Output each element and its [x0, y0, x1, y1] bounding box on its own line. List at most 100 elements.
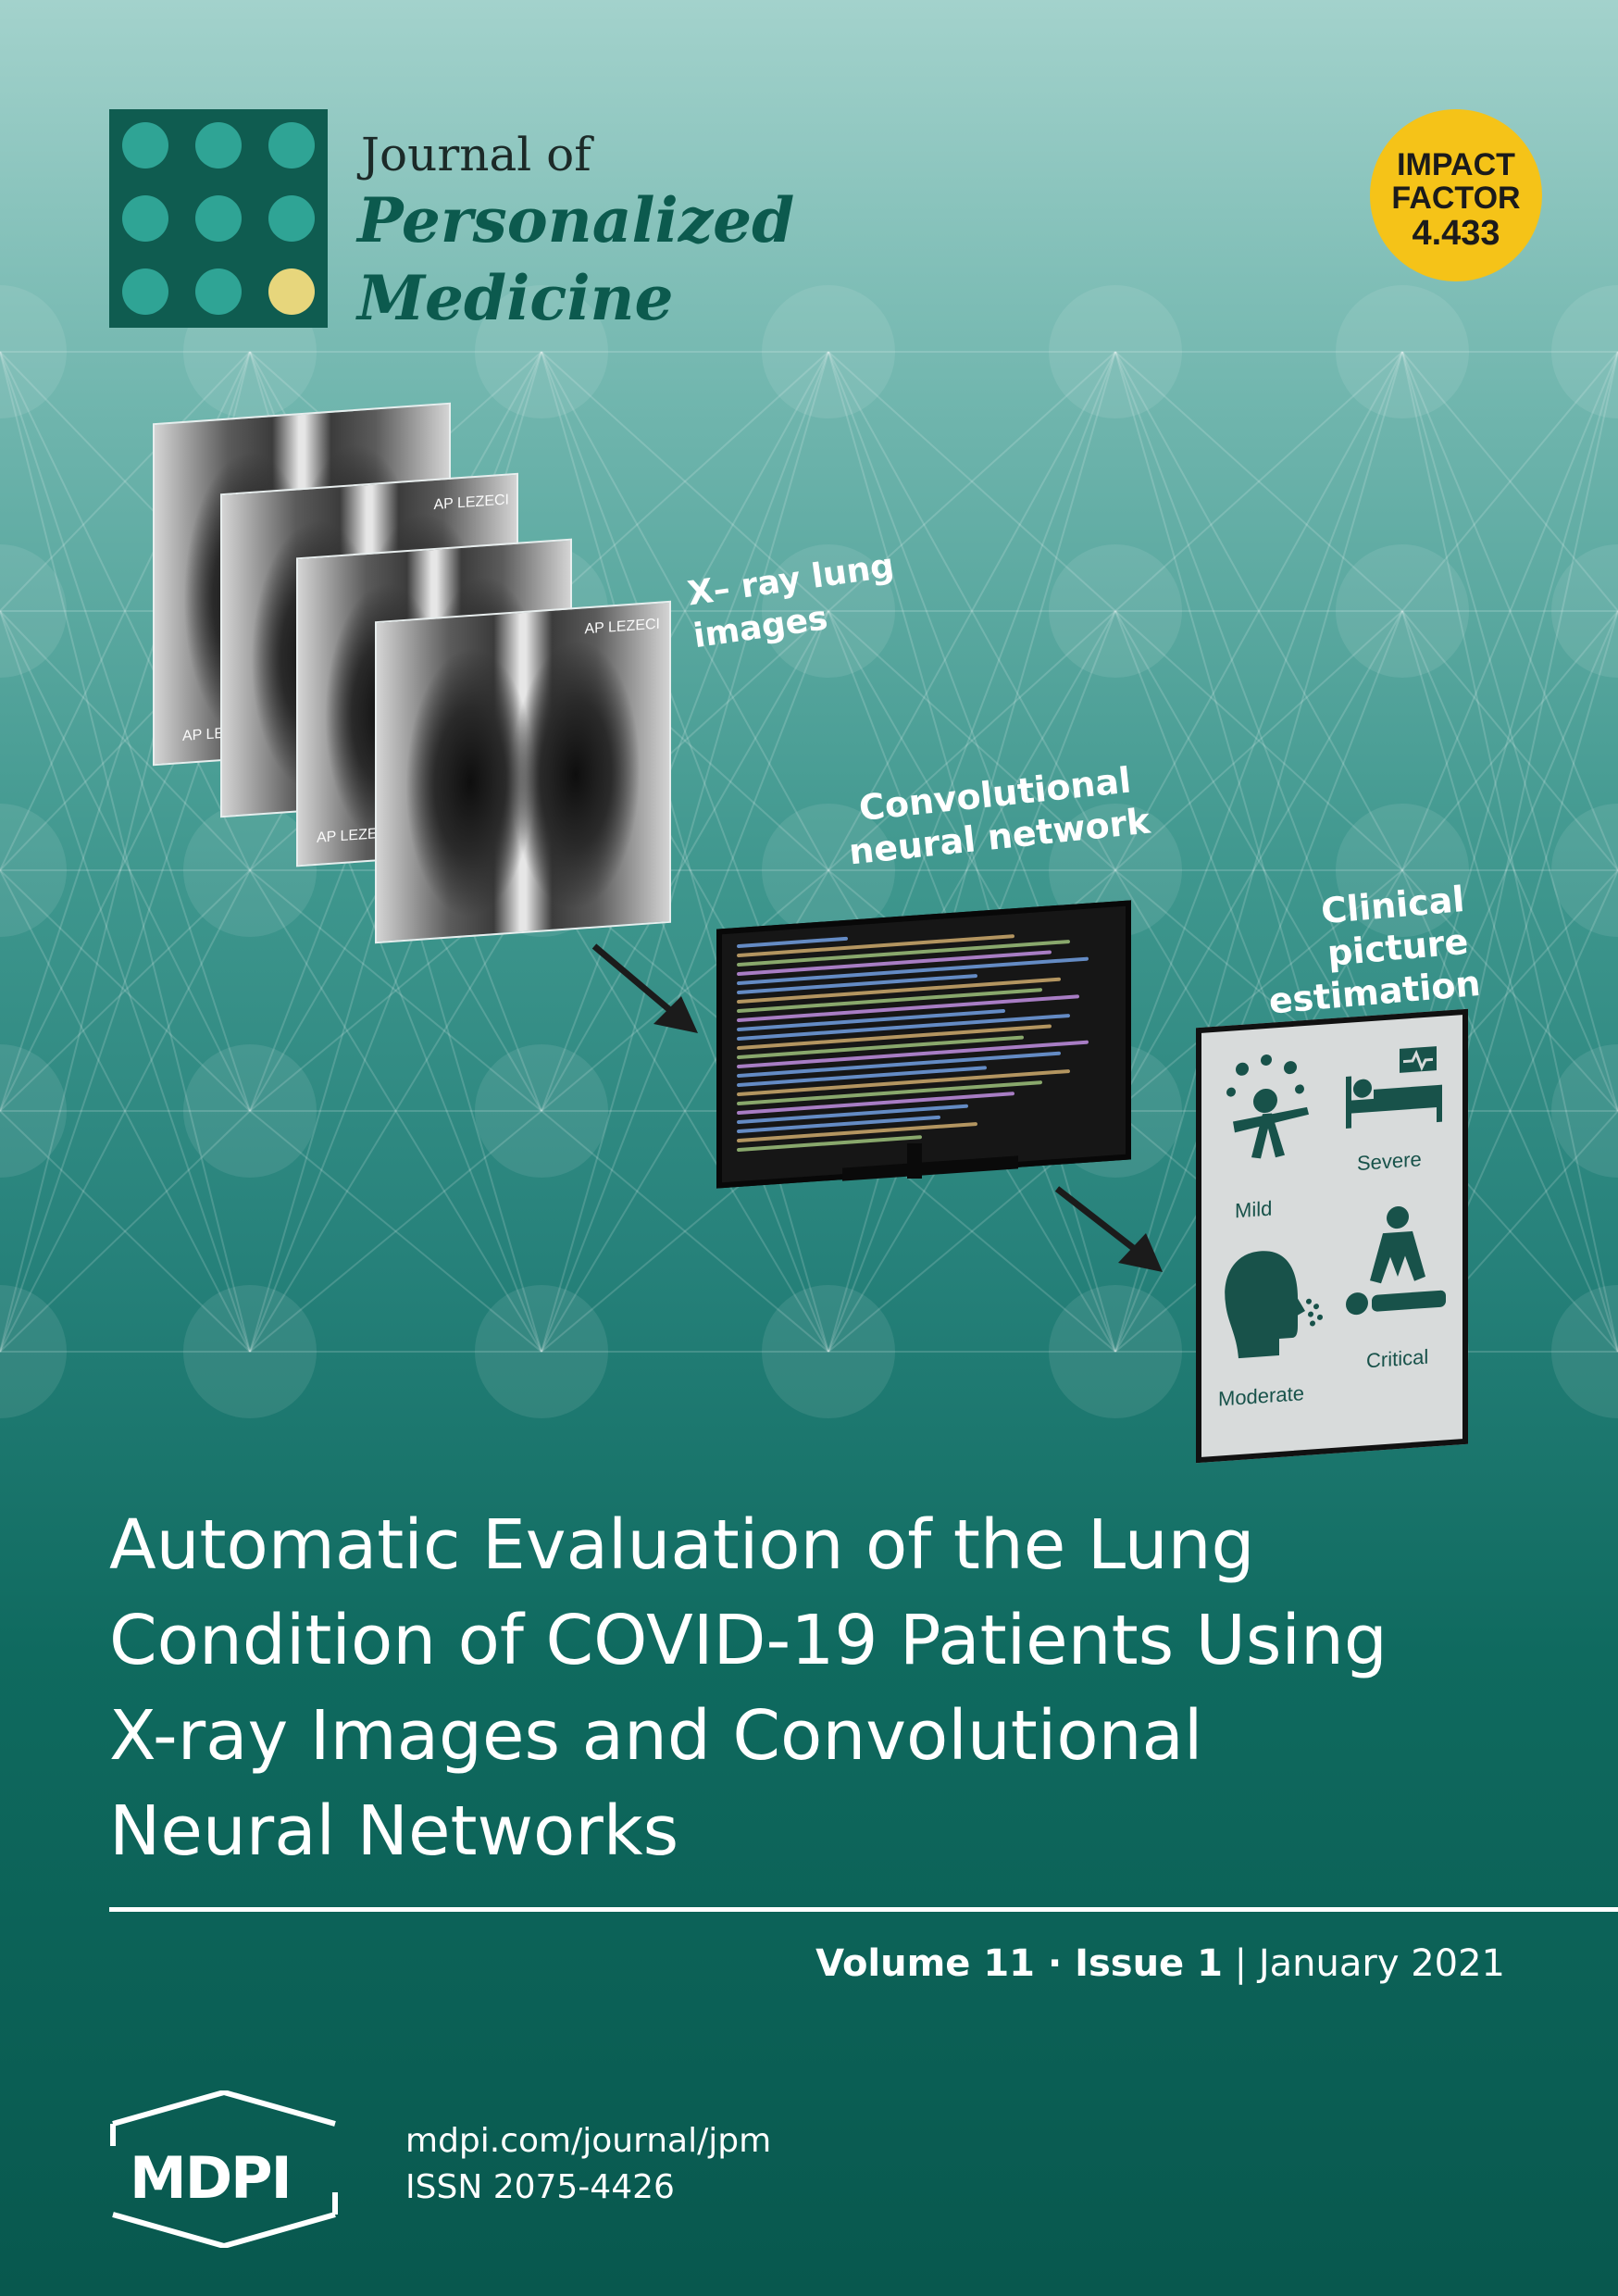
issue-date: January 2021 [1258, 1942, 1505, 1985]
network-node [0, 285, 67, 418]
network-edge [1401, 351, 1618, 871]
network-node [183, 1285, 317, 1418]
network-edge [0, 610, 251, 871]
network-node [1049, 1285, 1182, 1418]
xray-tag: AP LEZECI [433, 492, 509, 514]
network-node [1336, 804, 1469, 937]
cough-icon [1225, 1251, 1323, 1359]
network-edge [249, 1110, 542, 1353]
network-edge [0, 610, 251, 1353]
network-edge [541, 610, 829, 1353]
network-edge [1401, 610, 1618, 871]
network-edge [1401, 610, 1618, 1112]
network-edge [1114, 351, 1403, 1112]
network-edge [541, 351, 829, 1112]
network-node [762, 804, 895, 937]
network-edge [1114, 351, 1403, 871]
virus-icon [1226, 1054, 1309, 1159]
monitor-icon [716, 900, 1131, 1189]
arrow-icon [1054, 1186, 1163, 1272]
network-node [0, 544, 67, 678]
network-edge [0, 1110, 251, 1353]
issue-divider: | [1222, 1942, 1259, 1985]
network-node [1336, 285, 1469, 418]
network-edge [0, 351, 251, 612]
network-edge [1114, 869, 1403, 1112]
network-node [1336, 544, 1469, 678]
volume: Volume 11 [815, 1942, 1036, 1985]
network-edge [828, 610, 1116, 871]
article-title-line1: Automatic Evaluation of the Lung [109, 1505, 1255, 1585]
network-edge [1401, 610, 1618, 871]
impact-factor-badge: IMPACT FACTOR 4.433 [1370, 109, 1542, 281]
journal-url[interactable]: mdpi.com/journal/jpm [405, 2122, 772, 2160]
journal-name-line1: Personalized [357, 184, 795, 256]
network-edge [1401, 610, 1618, 1353]
network-edge [1401, 869, 1618, 1112]
mdpi-logo-text: MDPI [130, 2144, 292, 2212]
journal-name: Personalized Medicine [357, 181, 794, 337]
network-node [183, 804, 317, 937]
network-edge [249, 869, 542, 1112]
logo-dot [122, 268, 168, 315]
logo-dot [268, 122, 315, 168]
article-title: Automatic Evaluation of the Lung Conditi… [109, 1498, 1553, 1879]
network-edge [1114, 351, 1403, 1112]
network-node [475, 285, 608, 418]
panel-label-moderate: Moderate [1218, 1381, 1304, 1411]
logo-dot [122, 195, 168, 242]
issue-separator: · [1035, 1942, 1076, 1985]
logo-dot-accent [268, 268, 315, 315]
impact-label-line2: FACTOR [1391, 181, 1521, 216]
divider-rule [109, 1907, 1618, 1912]
network-node [762, 544, 895, 678]
network-edge [0, 610, 251, 1112]
network-edge [1114, 351, 1403, 1353]
network-node [1551, 1044, 1618, 1178]
logo-dot [195, 122, 242, 168]
network-edge [541, 869, 829, 1353]
issue-info: Volume 11 · Issue 1 | January 2021 [815, 1942, 1505, 1985]
clinical-label: Clinical picture estimation [1260, 878, 1482, 1023]
network-node [183, 1044, 317, 1178]
network-node [1551, 804, 1618, 937]
network-edge [0, 869, 251, 1112]
network-node [0, 1285, 67, 1418]
logo-dot [195, 268, 242, 315]
logo-dot [195, 195, 242, 242]
network-node [762, 1285, 895, 1418]
network-node [762, 285, 895, 418]
network-edge [541, 869, 829, 1112]
mdpi-hexagon-icon [110, 2090, 338, 2248]
network-edge [1114, 610, 1403, 1112]
network-edge [1114, 610, 1403, 871]
article-title-line4: Neural Networks [109, 1791, 679, 1871]
xray-tag: AP LEZECI [584, 616, 660, 638]
network-node [475, 1285, 608, 1418]
journal-logo [109, 109, 328, 328]
journal-name-line2: Medicine [357, 262, 674, 334]
clinical-panel: Mild Severe Moderate Critical [1196, 1008, 1468, 1464]
network-edge [0, 351, 251, 1112]
network-edge [828, 351, 1116, 871]
network-node [0, 1044, 67, 1178]
network-edge [541, 610, 829, 1112]
xray-image-front: AP LEZECI [375, 600, 671, 944]
network-node [1551, 1285, 1618, 1418]
network-node [475, 1044, 608, 1178]
network-edge [0, 351, 251, 1353]
issue-number: Issue 1 [1075, 1942, 1223, 1985]
issn: ISSN 2075-4426 [405, 2168, 675, 2206]
network-edge [828, 351, 1116, 871]
network-edge [1114, 351, 1403, 871]
network-edge [1114, 351, 1403, 612]
network-edge [1114, 610, 1403, 871]
logo-dot [122, 122, 168, 168]
journal-name-prefix: Journal of [361, 128, 591, 181]
network-edge [1401, 351, 1618, 1112]
arrow-icon [591, 943, 698, 1033]
network-edge [828, 351, 1116, 612]
network-edge [1114, 610, 1403, 1353]
network-edge [541, 1110, 829, 1353]
logo-dot [268, 195, 315, 242]
